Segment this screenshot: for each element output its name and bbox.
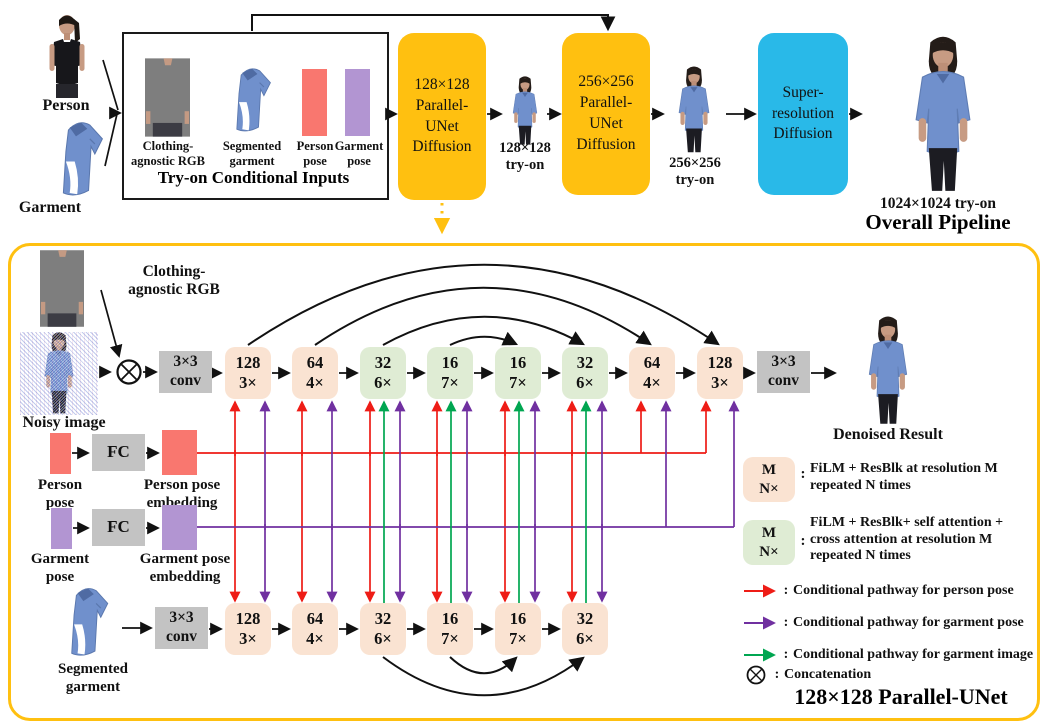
garment-pose-label: Garment pose <box>334 139 384 168</box>
person-pose-input <box>50 433 71 474</box>
conv-in-box: 3×3 conv <box>159 351 212 393</box>
unet-top-block-6: 32 6× <box>562 347 608 399</box>
noisy-image <box>20 332 98 415</box>
tryon1024-image <box>864 36 1022 194</box>
person-label: Person <box>42 97 90 114</box>
unet-bottom-block-3: 32 6× <box>360 603 406 655</box>
tryon128-thumb <box>504 76 546 146</box>
tryon128-label: 128×128 try-on <box>499 140 551 174</box>
unet-top-block-8: 128 3× <box>697 347 743 399</box>
garment-pose-thumb <box>345 69 370 136</box>
legend-film-text: FiLM + ResBlk at resolution M repeated N… <box>810 461 998 493</box>
garment-label: Garment <box>18 199 82 216</box>
tryon256-thumb <box>666 66 722 154</box>
concat-icon <box>116 359 142 385</box>
unet-top-block-7: 64 4× <box>629 347 675 399</box>
clothing-agnostic-thumb <box>145 58 190 137</box>
unet-bottom-block-6: 32 6× <box>562 603 608 655</box>
legend-attention-text: FiLM + ResBlk+ self attention + cross at… <box>810 515 1004 564</box>
legend-concat-colon: : <box>774 667 780 682</box>
denoised-result-image <box>840 316 936 426</box>
garment-pose-embedding <box>162 505 197 550</box>
unet256-diffusion-box: 256×256 Parallel- UNet Diffusion <box>562 33 650 195</box>
person-pose-embedding-label: Person pose embedding <box>143 477 221 511</box>
fc-person-box: FC <box>92 434 145 471</box>
conditional-inputs-title: Try-on Conditional Inputs <box>157 168 350 187</box>
segmented-garment-image <box>60 586 116 658</box>
unet128-diffusion-box: 128×128 Parallel- UNet Diffusion <box>398 33 486 200</box>
denoised-result-label: Denoised Result <box>833 426 943 443</box>
clothing-agnostic-thumb-unet <box>40 250 84 327</box>
legend-film-colon: : <box>800 466 806 482</box>
segmented-garment-label-unet: Segmented garment <box>58 661 128 695</box>
garment-pose-input <box>51 508 72 549</box>
super-resolution-box: Super- resolution Diffusion <box>758 33 848 195</box>
segmented-garment-label: Segmented garment <box>222 139 282 168</box>
conv-garment-box: 3×3 conv <box>155 607 208 649</box>
legend-person-path-colon: : <box>783 583 789 598</box>
segmented-garment-thumb <box>226 64 278 136</box>
noisy-image-figure <box>20 332 98 415</box>
person-pose-label: Person pose <box>296 139 334 168</box>
tryon256-label: 256×256 try-on <box>669 155 721 189</box>
conv-out-box: 3×3 conv <box>757 351 810 393</box>
unet-bottom-block-1: 128 3× <box>225 603 271 655</box>
fc-garment-box: FC <box>92 509 145 546</box>
legend-garment-image-path-colon: : <box>783 647 789 662</box>
unet-bottom-block-4: 16 7× <box>427 603 473 655</box>
unet-top-block-3: 32 6× <box>360 347 406 399</box>
legend-person-path-text: Conditional pathway for person pose <box>793 583 1014 598</box>
person-photo <box>28 12 104 98</box>
legend-garment-image-path-text: Conditional pathway for garment image <box>793 647 1034 662</box>
unet-bottom-block-2: 64 4× <box>292 603 338 655</box>
person-pose-input-label: Person pose <box>37 477 83 511</box>
legend-garment-pose-path-colon: : <box>783 615 789 630</box>
clothing-agnostic-label-unet: Clothing- agnostic RGB <box>128 263 220 299</box>
legend-garment-pose-path-text: Conditional pathway for garment pose <box>793 615 1024 630</box>
unet-top-block-5: 16 7× <box>495 347 541 399</box>
unet-top-block-1: 128 3× <box>225 347 271 399</box>
clothing-agnostic-label: Clothing- agnostic RGB <box>131 139 205 168</box>
legend-concat-text: Concatenation <box>784 667 872 682</box>
noisy-image-label: Noisy image <box>22 414 106 431</box>
parallel-unet-caption: 128×128 Parallel-UNet <box>794 684 1008 709</box>
garment-photo <box>50 120 112 198</box>
legend-film-block: M N× <box>743 457 795 502</box>
person-pose-embedding <box>162 430 197 475</box>
garment-pose-input-label: Garment pose <box>30 551 90 585</box>
tryon1024-label: 1024×1024 try-on <box>879 195 997 212</box>
legend-concat-icon <box>746 665 766 685</box>
unet-top-block-4: 16 7× <box>427 347 473 399</box>
overall-pipeline-caption: Overall Pipeline <box>865 210 1011 234</box>
garment-pose-embedding-label: Garment pose embedding <box>139 551 231 585</box>
legend-attention-block: M N× <box>743 520 795 565</box>
person-pose-thumb <box>302 69 327 136</box>
unet-top-block-2: 64 4× <box>292 347 338 399</box>
legend-attention-colon: : <box>800 533 806 549</box>
unet-bottom-block-5: 16 7× <box>495 603 541 655</box>
